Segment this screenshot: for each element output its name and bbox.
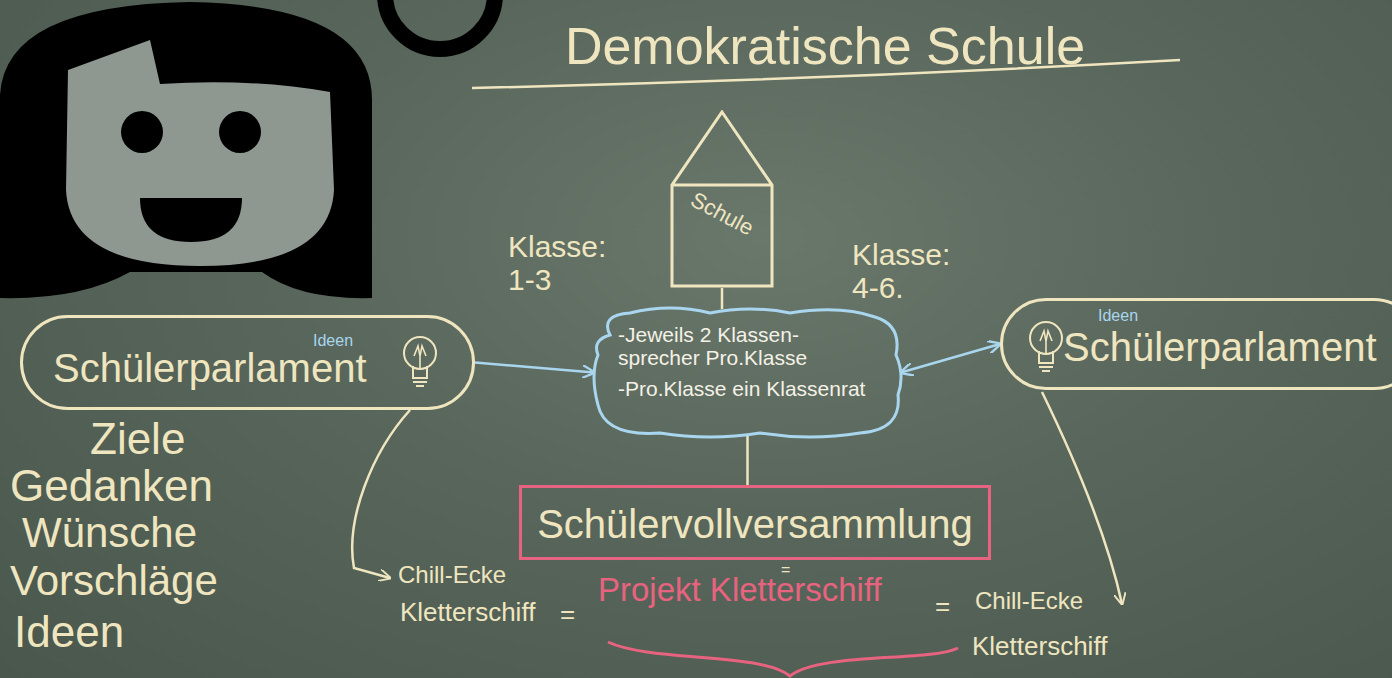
list-item: Ziele	[90, 415, 185, 463]
idea-label: Chill-Ecke	[398, 562, 506, 588]
house-outline	[668, 110, 776, 288]
idea-label: Chill-Ecke	[975, 588, 1083, 614]
idea-label: Kletterschiff	[400, 598, 535, 627]
leader-arrow	[1042, 392, 1122, 604]
leader-arrow	[352, 410, 410, 578]
node-text: -Pro.Klasse ein Klassenrat	[618, 377, 880, 400]
class-range: Klasse: 1-3	[508, 230, 620, 296]
girl-icon	[0, 0, 495, 298]
list-item: Gedanken	[10, 462, 213, 510]
parliament-oval: IdeenSchülerparlament	[1000, 298, 1392, 390]
list-item: Ideen	[14, 608, 124, 656]
connector	[746, 436, 749, 485]
lightbulb-icon	[399, 332, 441, 392]
node-text: Schule	[669, 178, 776, 250]
assembly-box: Schülervollversammlung	[519, 485, 991, 560]
project-label: Projekt Kletterschiff	[598, 572, 882, 608]
cloud-outline-path	[594, 308, 901, 437]
equals-sign: =	[560, 600, 575, 629]
list-item: Vorschläge	[10, 558, 218, 604]
parliament-oval: IdeenSchülerparlament	[20, 315, 475, 410]
connector	[475, 363, 594, 373]
connector	[721, 288, 724, 309]
node-text: Schülerparlament	[53, 346, 367, 390]
node-text: Schülervollversammlung	[522, 502, 988, 546]
node-text: Schülerparlament	[1063, 325, 1377, 369]
diagram-title: Demokratische Schule	[470, 18, 1180, 75]
lightbulb-icon	[1025, 317, 1067, 377]
house-shape: Schule	[668, 110, 776, 288]
curly-brace	[608, 642, 958, 676]
class-range: Klasse: 4-6.	[852, 238, 964, 304]
node-text: Ideen	[1098, 307, 1138, 325]
idea-label: Kletterschiff	[972, 632, 1107, 661]
equals-sign: =	[935, 592, 950, 621]
connector	[901, 344, 1000, 373]
node-text: -Jeweils 2 Klassen- sprecher Pro.Klasse	[618, 323, 880, 369]
class-cloud: -Jeweils 2 Klassen- sprecher Pro.Klasse -…	[590, 305, 905, 440]
list-item: Wünsche	[22, 510, 197, 556]
